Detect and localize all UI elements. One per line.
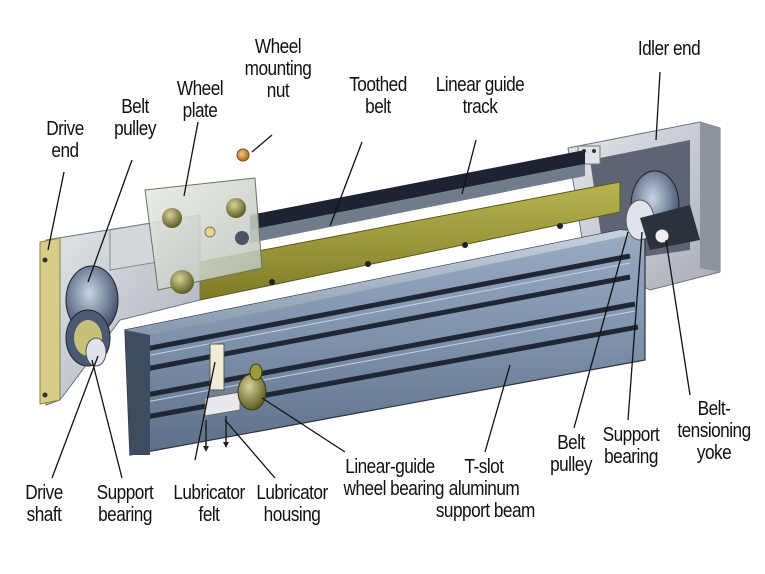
lubricator-parts: [203, 343, 241, 452]
wheel-plate-shape: [144, 177, 263, 294]
drive-pulley-assembly: [65, 265, 119, 367]
leader-lines: [47, 71, 691, 479]
label-idler-end: Idler end: [637, 38, 701, 60]
belt-and-track-upper: [250, 150, 585, 243]
idler-pulley-assembly: [625, 170, 700, 250]
wheel-mounting-nut-shape: [236, 148, 250, 162]
linear-guide-wheel-bearing-shape: [237, 363, 267, 411]
